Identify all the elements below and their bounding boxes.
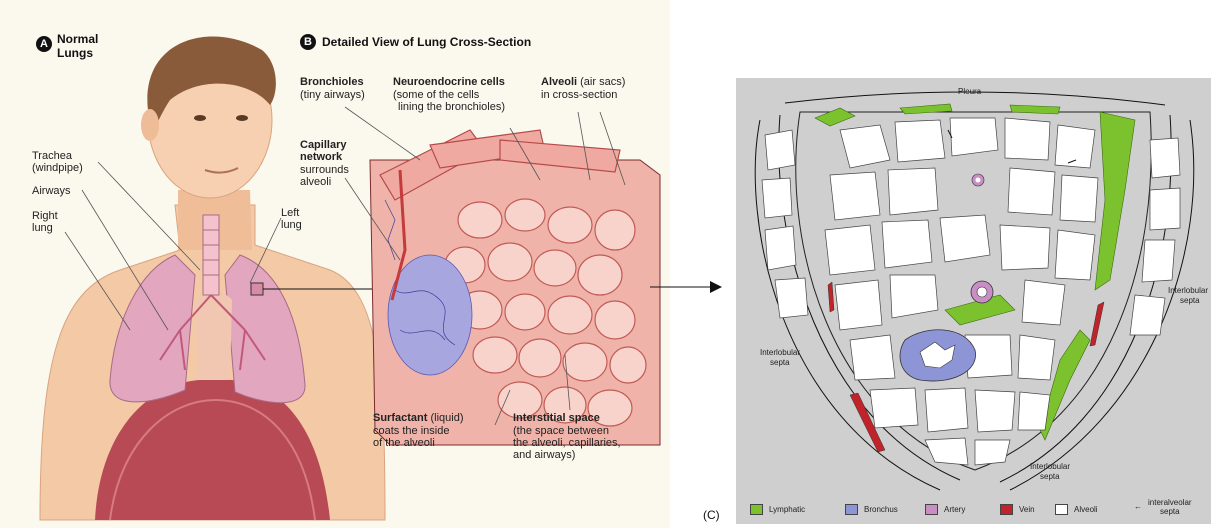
airways-label: Airways [32,185,71,197]
pleura-label: Pleura [958,87,981,96]
capillary-label-2: network [300,151,342,163]
capillary-desc-1: surrounds [300,164,349,176]
legend-swatch-alveoli [1055,504,1068,515]
legend-alveoli: Alveoli [1055,504,1098,515]
legend-swatch-vein [1000,504,1013,515]
trachea [203,215,219,295]
lobule-diagram [755,92,1194,490]
trachea-label: Trachea [32,150,72,162]
legend-swatch-lymphatic [750,504,763,515]
neuroendocrine-desc-1: (some of the cells [393,89,479,101]
surfactant-desc-1: (liquid) [430,412,463,424]
alveoli-label-line: Alveoli (air sacs) [541,76,625,88]
surfactant-label: Surfactant [373,412,427,424]
left-lung-label-1: Left [281,207,299,219]
legend-artery: Artery [925,504,965,515]
septa-right-label-2: septa [1180,296,1200,305]
capillary-label-1: Capillary [300,139,346,151]
septa-right-label-1: Interlobular [1168,286,1208,295]
right-lung-label-2: lung [32,222,53,234]
septa-left-label-2: septa [770,358,790,367]
legend-bronchus: Bronchus [845,504,898,515]
septa-bottom-label-1: Interlobular [1030,462,1070,471]
surfactant-label-line: Surfactant (liquid) [373,412,463,424]
capillary-desc-2: alveoli [300,176,331,188]
ear [141,109,159,141]
panel-a-title-line2: Lungs [57,46,93,60]
trachea-sublabel: (windpipe) [32,162,83,174]
zoom-box [251,283,263,295]
panel-a-title-line1: Normal [57,32,98,46]
surfactant-desc-3: of the alveoli [373,437,435,449]
neuroendocrine-label: Neuroendocrine cells [393,76,505,88]
interstitial-desc-3: and airways) [513,449,575,461]
legend-label-interalveolar-2: septa [1148,507,1192,516]
interstitial-label: Interstitial space [513,412,600,424]
right-lung-label-1: Right [32,210,58,222]
legend-label-lymphatic: Lymphatic [769,505,805,514]
legend-label-vein: Vein [1019,505,1035,514]
panel-b-title: Detailed View of Lung Cross-Section [322,35,531,49]
panel-c-marker: (C) [703,508,720,522]
capillary-network [388,255,472,375]
interstitial-desc-2: the alveoli, capillaries, [513,437,621,449]
alveoli-label: Alveoli [541,76,577,88]
legend-swatch-artery [925,504,938,515]
bronchioles-label: Bronchioles [300,76,364,88]
legend-vein: Vein [1000,504,1035,515]
legend-label-interalveolar-1: interalveolar [1148,498,1192,507]
left-lung-label-2: lung [281,219,302,231]
legend-label-alveoli: Alveoli [1074,505,1098,514]
surfactant-desc-2: coats the inside [373,425,449,437]
septa-left-label-1: Interlobular [760,348,800,357]
legend-interalveolar: ← interalveolar septa [1148,498,1192,516]
legend-swatch-bronchus [845,504,858,515]
alveoli-desc-1: (air sacs) [580,76,625,88]
neuroendocrine-desc-2: lining the bronchioles) [398,101,505,113]
arrow-left-icon: ← [1134,502,1142,511]
panel-a-badge: A [36,36,52,52]
legend-label-bronchus: Bronchus [864,505,898,514]
legend-lymphatic: Lymphatic [750,504,805,515]
eye-right [236,115,248,121]
legend: Lymphatic Bronchus Artery Vein Alveoli ←… [750,500,1210,520]
septa-bottom-label-2: septa [1040,472,1060,481]
panel-b-badge: B [300,34,316,50]
interstitial-desc-1: (the space between [513,425,609,437]
bronchioles-desc: (tiny airways) [300,89,365,101]
eye-left [194,115,206,121]
alveoli-desc-2: in cross-section [541,89,617,101]
legend-label-artery: Artery [944,505,965,514]
